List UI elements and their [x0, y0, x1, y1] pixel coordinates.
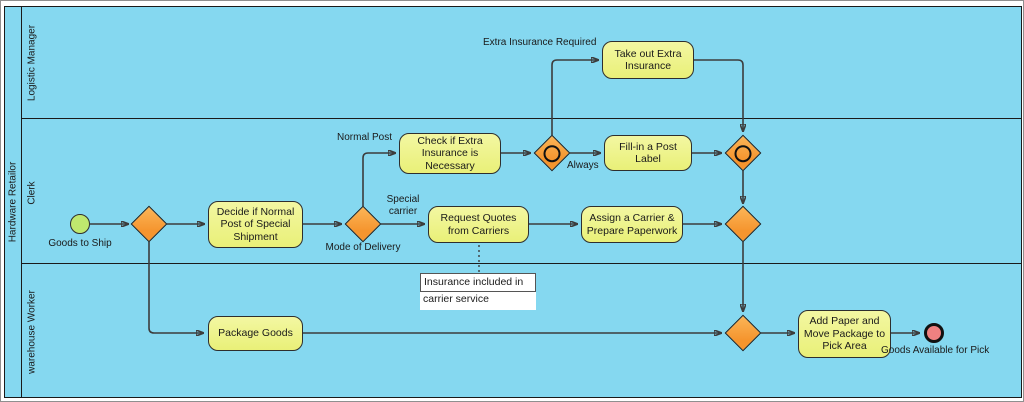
- annotation-insurance-included[interactable]: Insurance included in carrier service: [420, 273, 536, 310]
- edge-label-normal-post: Normal Post: [337, 132, 393, 143]
- inclusive-circle-icon: [539, 140, 565, 166]
- flow-normal-post: [362, 153, 395, 206]
- edge-label-always: Always: [567, 160, 599, 171]
- start-event-goods-to-ship[interactable]: [70, 214, 90, 234]
- annotation-line1: Insurance included in: [420, 273, 536, 292]
- lane-logistic-manager[interactable]: [22, 7, 1021, 119]
- end-event-label: Goods Available for Pick: [881, 345, 990, 356]
- task-take-out-extra-insurance[interactable]: Take out Extra Insurance: [602, 41, 694, 79]
- edge-label-extra-insurance-required: Extra Insurance Required: [483, 37, 597, 48]
- task-fill-in-post-label[interactable]: Fill-in a Post Label: [604, 135, 692, 171]
- task-check-extra-insurance[interactable]: Check if Extra Insurance is Necessary: [399, 133, 501, 174]
- lanes: [22, 7, 1021, 397]
- task-assign-carrier[interactable]: Assign a Carrier & Prepare Paperwork: [581, 206, 683, 243]
- start-event-label: Goods to Ship: [48, 238, 112, 249]
- flow-extra-insurance-required: [551, 60, 598, 135]
- gateway-mode-of-delivery-label: Mode of Delivery: [325, 242, 401, 253]
- edge-label-special-carrier: Special carrier: [386, 194, 420, 217]
- task-decide-normal-post[interactable]: Decide if Normal Post of Special Shipmen…: [208, 201, 303, 248]
- pool-title-strip: [5, 7, 22, 397]
- flow-split-to-package-goods: [148, 242, 203, 333]
- inclusive-circle-icon: [730, 140, 756, 166]
- task-request-quotes[interactable]: Request Quotes from Carriers: [428, 206, 529, 243]
- end-event-goods-available[interactable]: [924, 323, 944, 343]
- task-package-goods[interactable]: Package Goods: [208, 316, 303, 351]
- task-add-paper-move-package[interactable]: Add Paper and Move Package to Pick Area: [798, 310, 891, 358]
- lane-clerk[interactable]: [22, 119, 1021, 264]
- flow-takeout-to-merge: [694, 59, 743, 131]
- annotation-line2: carrier service: [420, 292, 536, 310]
